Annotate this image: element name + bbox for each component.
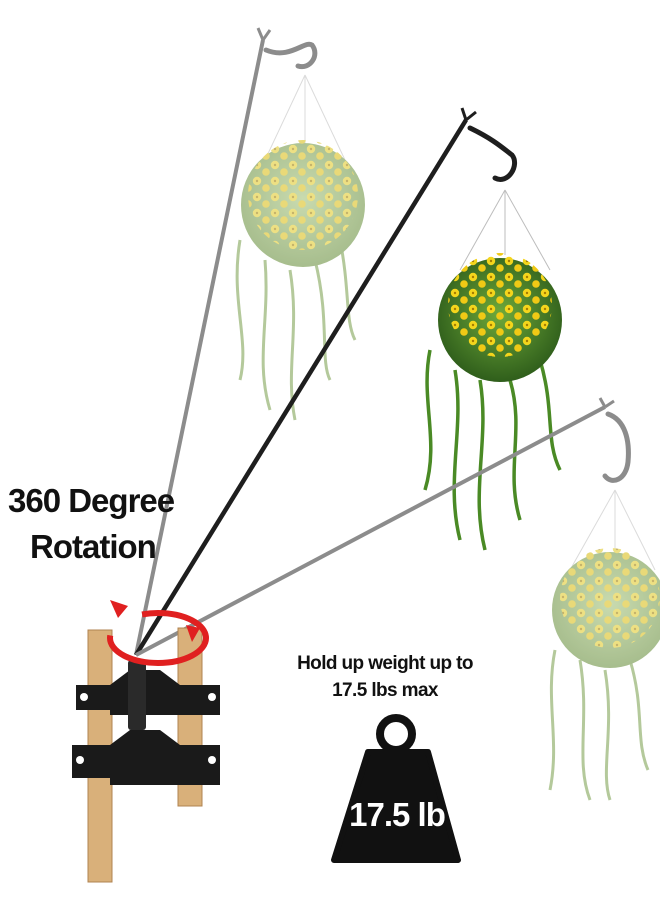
weight-icon bbox=[331, 714, 461, 863]
hanging-basket-right bbox=[548, 489, 660, 801]
headline-line-2: Rotation bbox=[30, 528, 157, 565]
rotation-headline: 360 Degree Rotation bbox=[8, 478, 178, 570]
mounting-bracket bbox=[72, 660, 220, 785]
headline-line-1: 360 Degree bbox=[8, 482, 175, 519]
pole-horizontal-faded bbox=[135, 397, 631, 657]
capacity-line-1: Hold up weight up to bbox=[297, 653, 473, 674]
hanging-basket-middle bbox=[423, 189, 562, 551]
weight-label: 17.5 lb bbox=[349, 796, 446, 833]
capacity-line-2: 17.5 lbs max bbox=[332, 680, 438, 701]
rotation-arrow-icon bbox=[107, 600, 209, 666]
hanging-basket-left bbox=[235, 74, 365, 421]
pole-upright-faded bbox=[134, 27, 318, 656]
capacity-caption: Hold up weight up to 17.5 lbs max bbox=[295, 650, 475, 704]
pole-angled-dark bbox=[134, 107, 518, 657]
